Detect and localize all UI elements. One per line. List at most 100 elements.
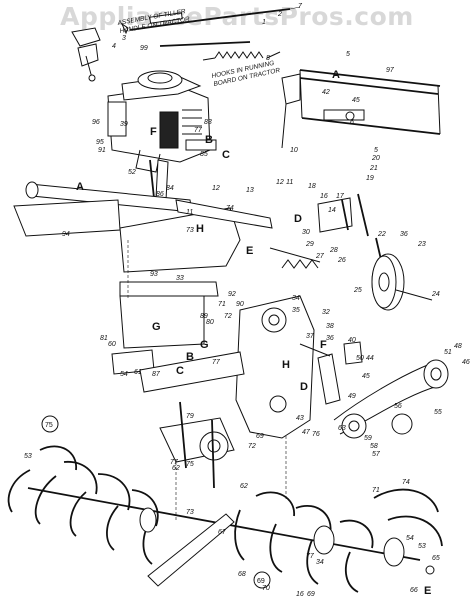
- part-label: 11: [286, 179, 293, 186]
- part-label: 21: [369, 165, 378, 172]
- part-label: 38: [326, 323, 334, 330]
- part-label: 61: [134, 369, 142, 376]
- part-label: 6: [350, 119, 354, 126]
- part-label: 8: [266, 55, 270, 62]
- part-label: 69: [307, 591, 315, 598]
- part-label: 35: [292, 307, 300, 314]
- part-label: 95: [96, 139, 104, 146]
- circled-callouts: 75 69: [41, 415, 271, 589]
- letter: E: [424, 585, 431, 597]
- chain-case: [235, 295, 315, 439]
- part-label: 28: [329, 247, 338, 254]
- letter: E: [246, 245, 253, 257]
- part-label: 39: [120, 121, 128, 128]
- part-label: 77: [170, 459, 179, 466]
- part-label: 34: [316, 559, 324, 566]
- part-label: 92: [228, 291, 236, 298]
- hitch-frame: [281, 69, 441, 149]
- part-label: 49: [348, 393, 356, 400]
- part-label: 69: [256, 433, 264, 440]
- letter: G: [152, 321, 161, 333]
- part-label: 72: [224, 313, 232, 320]
- part-label: 87: [152, 371, 161, 378]
- part-label: 16: [296, 591, 304, 598]
- part-label: 73: [186, 509, 194, 516]
- part-label: 76: [312, 431, 320, 438]
- part-label: 27: [315, 253, 325, 260]
- part-label: 36: [400, 231, 408, 238]
- letter: D: [300, 381, 308, 393]
- part-label: 77: [194, 127, 203, 134]
- bracket-top-left: [71, 27, 101, 82]
- part-label: 83: [204, 119, 212, 126]
- part-label: 50: [356, 355, 364, 362]
- part-label: 40: [348, 337, 356, 344]
- part-label: 19: [366, 175, 374, 182]
- bottom-plate: [139, 351, 245, 393]
- letter: C: [176, 365, 184, 377]
- part-label: 46: [462, 359, 470, 366]
- part-label: 17: [336, 193, 345, 200]
- tension-spring: [202, 51, 281, 61]
- tines-right: [234, 488, 443, 593]
- part-label: 75: [186, 461, 194, 468]
- part-label: 4: [112, 43, 116, 50]
- frame-arm: [175, 199, 273, 229]
- part-label: 32: [322, 309, 330, 316]
- part-label: 63: [338, 425, 346, 432]
- part-label: 23: [417, 241, 426, 248]
- part-label: 77: [306, 553, 315, 560]
- part-label: 68: [238, 571, 246, 578]
- part-label: 22: [377, 231, 386, 238]
- part-label: 29: [305, 241, 314, 248]
- part-label: 30: [302, 229, 310, 236]
- idler-linkage: [299, 341, 363, 405]
- tines-left: [7, 445, 159, 565]
- part-label: 90: [236, 301, 244, 308]
- part-label: 47: [302, 429, 311, 436]
- depth-wheel: [371, 237, 433, 311]
- letter: A: [332, 69, 340, 81]
- part-label: 71: [372, 487, 380, 494]
- chain-tensioner: [269, 247, 321, 269]
- part-label: 25: [353, 287, 362, 294]
- part-label: 74: [402, 479, 410, 486]
- part-label: 12: [276, 179, 284, 186]
- part-label: 11: [186, 209, 193, 216]
- callout-69: 69: [257, 578, 265, 585]
- part-label: 42: [322, 89, 330, 96]
- drag-bar: [147, 513, 235, 587]
- part-label: 70: [262, 585, 270, 592]
- part-label: 84: [166, 185, 174, 192]
- note-assembly: ASSEMBLY OF TILLER HANDLE ON TRACTOR: [116, 8, 190, 35]
- part-label: 51: [444, 349, 452, 356]
- part-label: 81: [100, 335, 108, 342]
- part-label: 53: [24, 453, 32, 460]
- part-label: 80: [206, 319, 214, 326]
- letter: B: [186, 351, 194, 363]
- part-label: 45: [362, 373, 370, 380]
- reference-letters: A A B C F D E H G G B C H D F E: [76, 69, 431, 597]
- part-label: 59: [364, 435, 372, 442]
- note-hooks: HOOKS IN RUNNING BOARD ON TRACTOR: [211, 60, 281, 88]
- part-label: 12: [212, 185, 220, 192]
- part-label: 66: [410, 587, 418, 594]
- part-label: 10: [290, 147, 298, 154]
- part-label: 45: [352, 97, 360, 104]
- part-label: 85: [200, 151, 208, 158]
- tine-shaft-housing: [159, 401, 235, 489]
- part-label: 24: [431, 291, 440, 298]
- part-label: 14: [328, 207, 336, 214]
- part-label: 5: [374, 147, 378, 154]
- part-label: 43: [296, 415, 304, 422]
- part-label: 26: [337, 257, 346, 264]
- callout-75: 75: [45, 422, 53, 429]
- part-label: 94: [62, 231, 70, 238]
- part-label: 48: [454, 343, 462, 350]
- part-label: 16: [320, 193, 328, 200]
- part-label: 54: [406, 535, 414, 542]
- part-label: 60: [108, 341, 116, 348]
- part-label: 20: [371, 155, 380, 162]
- part-label: 96: [92, 119, 100, 126]
- part-label: 62: [172, 465, 180, 472]
